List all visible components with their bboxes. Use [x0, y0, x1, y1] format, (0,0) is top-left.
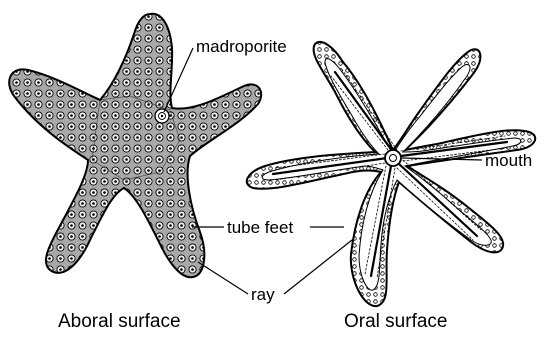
oral-inner-area [262, 59, 521, 291]
ray-leader-right [284, 240, 352, 294]
madroporite-label: madroporite [196, 38, 287, 55]
ray-leader-left [198, 262, 248, 294]
ray-label: ray [251, 286, 275, 303]
tube-feet-label: tube feet [227, 219, 293, 236]
aboral-caption: Aboral surface [58, 312, 181, 331]
mouth-shape [385, 150, 401, 166]
oral-starfish [247, 42, 535, 306]
oral-caption: Oral surface [344, 312, 447, 331]
mouth-label: mouth [485, 152, 532, 169]
